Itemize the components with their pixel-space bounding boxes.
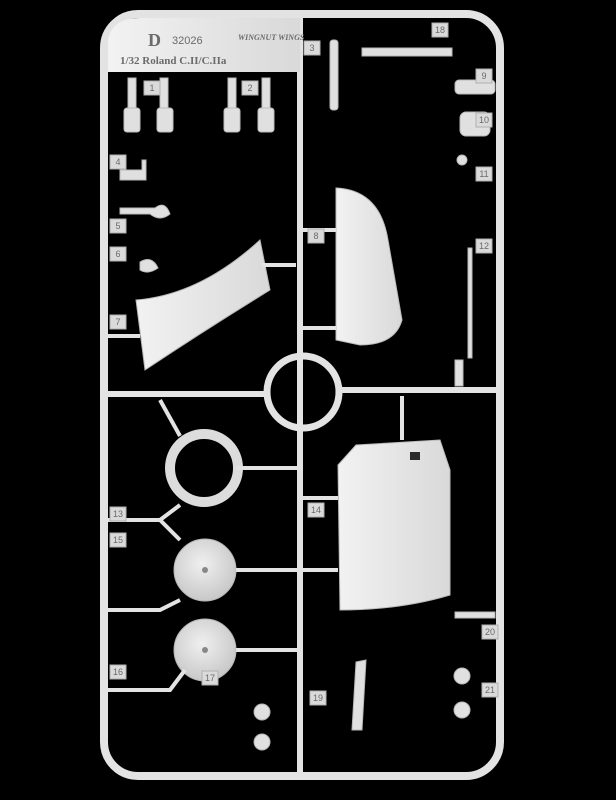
sprue-letter: D <box>148 30 161 50</box>
part-number-label: 10 <box>479 115 489 125</box>
part-number-label: 19 <box>313 693 323 703</box>
part-tag-2: 2 <box>241 80 259 96</box>
part-number-label: 5 <box>115 221 120 231</box>
part-tag-17: 17 <box>201 670 219 686</box>
part-tag-8: 8 <box>307 228 325 244</box>
brand-logo: WINGNUT WINGS <box>238 33 305 42</box>
part-number-label: 13 <box>113 509 123 519</box>
part-tag-18: 18 <box>431 22 449 38</box>
part-number-label: 3 <box>309 43 314 53</box>
part-tag-9: 9 <box>475 68 493 84</box>
part-number-label: 14 <box>311 505 321 515</box>
part-number-label: 6 <box>115 249 120 259</box>
part-number-label: 15 <box>113 535 123 545</box>
part-number-label: 4 <box>115 157 120 167</box>
part-number-label: 12 <box>479 241 489 251</box>
part-tag-11: 11 <box>475 166 493 182</box>
part-number-label: 18 <box>435 25 445 35</box>
part-tag-3: 3 <box>303 40 321 56</box>
part-tag-21: 21 <box>481 682 499 698</box>
part-tag-10: 10 <box>475 112 493 128</box>
part-number-label: 7 <box>115 317 120 327</box>
part-number-label: 2 <box>247 83 252 93</box>
wheel-disc-upper <box>173 538 237 602</box>
part-tag-5: 5 <box>109 218 127 234</box>
part-number-label: 21 <box>485 685 495 695</box>
struts-1-2 <box>123 77 275 133</box>
catalog-number: 32026 <box>172 35 203 47</box>
part-tag-12: 12 <box>475 238 493 254</box>
part-tag-16: 16 <box>109 664 127 680</box>
exhaust-stack-part <box>108 239 296 371</box>
part-number-label: 11 <box>479 169 488 179</box>
part-tag-4: 4 <box>109 154 127 170</box>
cowl-ring-part <box>158 399 300 507</box>
central-ring <box>263 352 343 432</box>
part-number-label: 16 <box>113 667 123 677</box>
scale-title: 1/32 Roland C.II/C.IIa <box>120 55 227 67</box>
part-tag-19: 19 <box>309 690 327 706</box>
sprue-header-plate: D 32026 1/32 Roland C.II/C.IIa WINGNUT W… <box>108 18 305 72</box>
part-number-label: 9 <box>481 71 486 81</box>
part-tag-14: 14 <box>307 502 325 518</box>
part-tag-13: 13 <box>109 506 127 522</box>
part-tag-7: 7 <box>109 314 127 330</box>
part-number-label: 8 <box>313 231 318 241</box>
part-tag-20: 20 <box>481 624 499 640</box>
part-number-label: 1 <box>149 83 154 93</box>
part-number-label: 17 <box>205 673 215 683</box>
control-surface-part <box>300 396 451 611</box>
sprue-frame <box>100 10 504 780</box>
part-tag-15: 15 <box>109 532 127 548</box>
part-tag-6: 6 <box>109 246 127 262</box>
part-number-label: 20 <box>485 627 495 637</box>
part-tag-1: 1 <box>143 80 161 96</box>
wheel-sprue-gates <box>108 503 300 692</box>
fin-part <box>300 187 403 346</box>
